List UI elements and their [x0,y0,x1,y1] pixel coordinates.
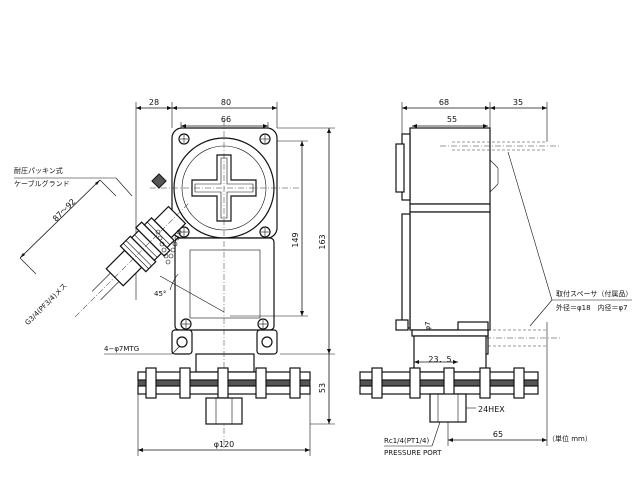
dim-87-92: 87～92 [19,179,117,275]
dim-68-label: 68 [439,98,449,107]
dim-28-label: 28 [149,98,159,107]
port-hex-front [205,397,243,425]
unit-note: （単位 mm） [548,434,592,443]
dim-80-label: 80 [221,98,231,107]
dim-53-label: 53 [318,383,327,393]
dim-66-label: 66 [221,115,231,124]
dim-phi7-label: φ7 [424,321,432,330]
mounting-hole-label: 4−φ7MTG [104,345,139,353]
angle-45-label: 45° [154,290,166,298]
side-view: 68 35 55 φ7 23．5 [359,98,632,457]
dim-vertical-front: 149 163 53 [230,127,335,425]
dim-163-label: 163 [318,234,327,249]
housing [171,127,278,373]
conduit-thread-label: G3/4(PF3/4)メス [24,282,69,327]
dim-phi120-label: φ120 [214,440,235,449]
front-view: 28 80 66 [14,98,335,456]
dim-65-label: 65 [493,430,503,439]
dim-35-label: 35 [513,98,523,107]
spacer-size-label: 外径＝φ18 内径＝φ7 [556,303,628,312]
dim-87-92-label: 87～92 [51,197,77,223]
port-name-label: PRESSURE PORT [384,449,442,457]
hex-size-label: 24HEX [478,405,505,414]
gland-label-line-2: ケーブルグランド [14,179,70,188]
dim-55-label: 55 [447,115,457,124]
gland-label-line-1: 耐圧パッキン式 [14,166,63,175]
dim-149-label: 149 [291,232,300,247]
dim-23-5-label: 23．5 [428,355,451,364]
diaphragm-flange [137,367,311,399]
port-thread-label: Rc1/4(PT1/4) [384,437,429,445]
cable-gland [74,203,189,318]
port-hex-side [429,393,467,423]
spacer-label: 取付スペーサ（付属品） [556,289,632,298]
chain [151,173,182,265]
